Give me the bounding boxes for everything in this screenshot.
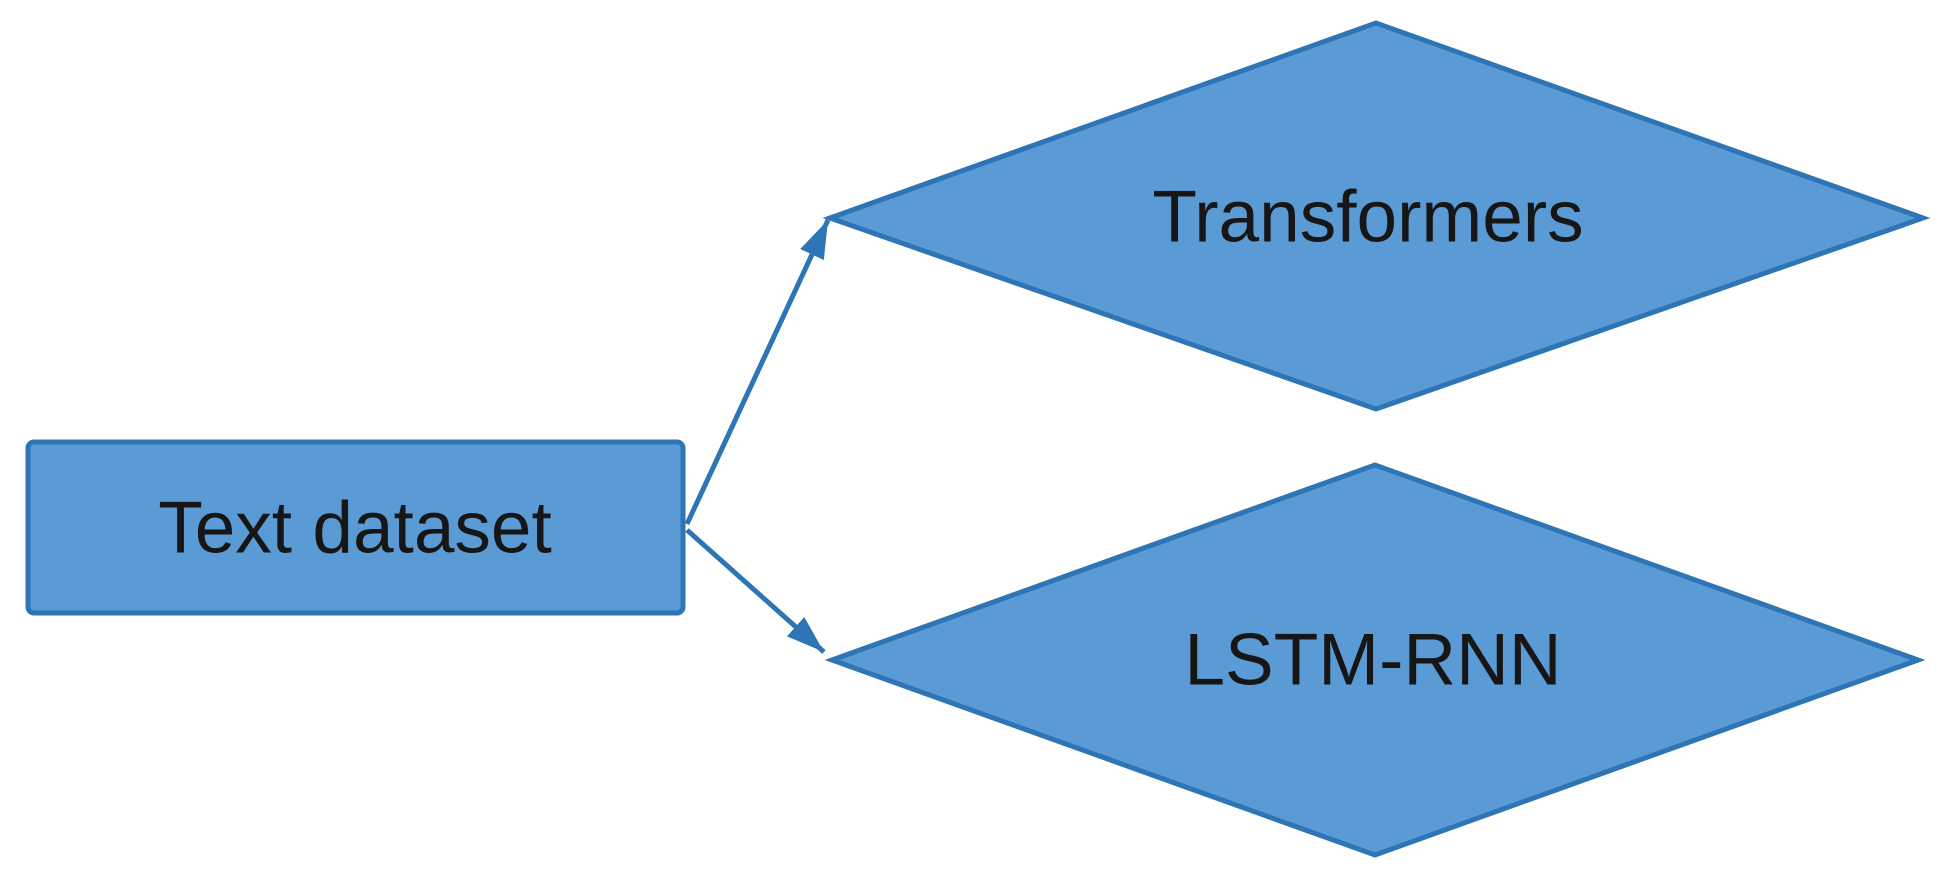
node-text-dataset-label: Text dataset [158, 488, 552, 569]
node-lstm-rnn-label: LSTM-RNN [1184, 620, 1561, 701]
node-transformers-label: Transformers [1152, 177, 1583, 258]
node-transformers [822, 20, 1931, 412]
node-lstm-rnn [824, 462, 1926, 858]
edge-text-dataset-to-lstm-rnn [685, 528, 826, 654]
node-text-dataset [25, 439, 686, 616]
edge-text-dataset-to-transformers [684, 218, 831, 526]
